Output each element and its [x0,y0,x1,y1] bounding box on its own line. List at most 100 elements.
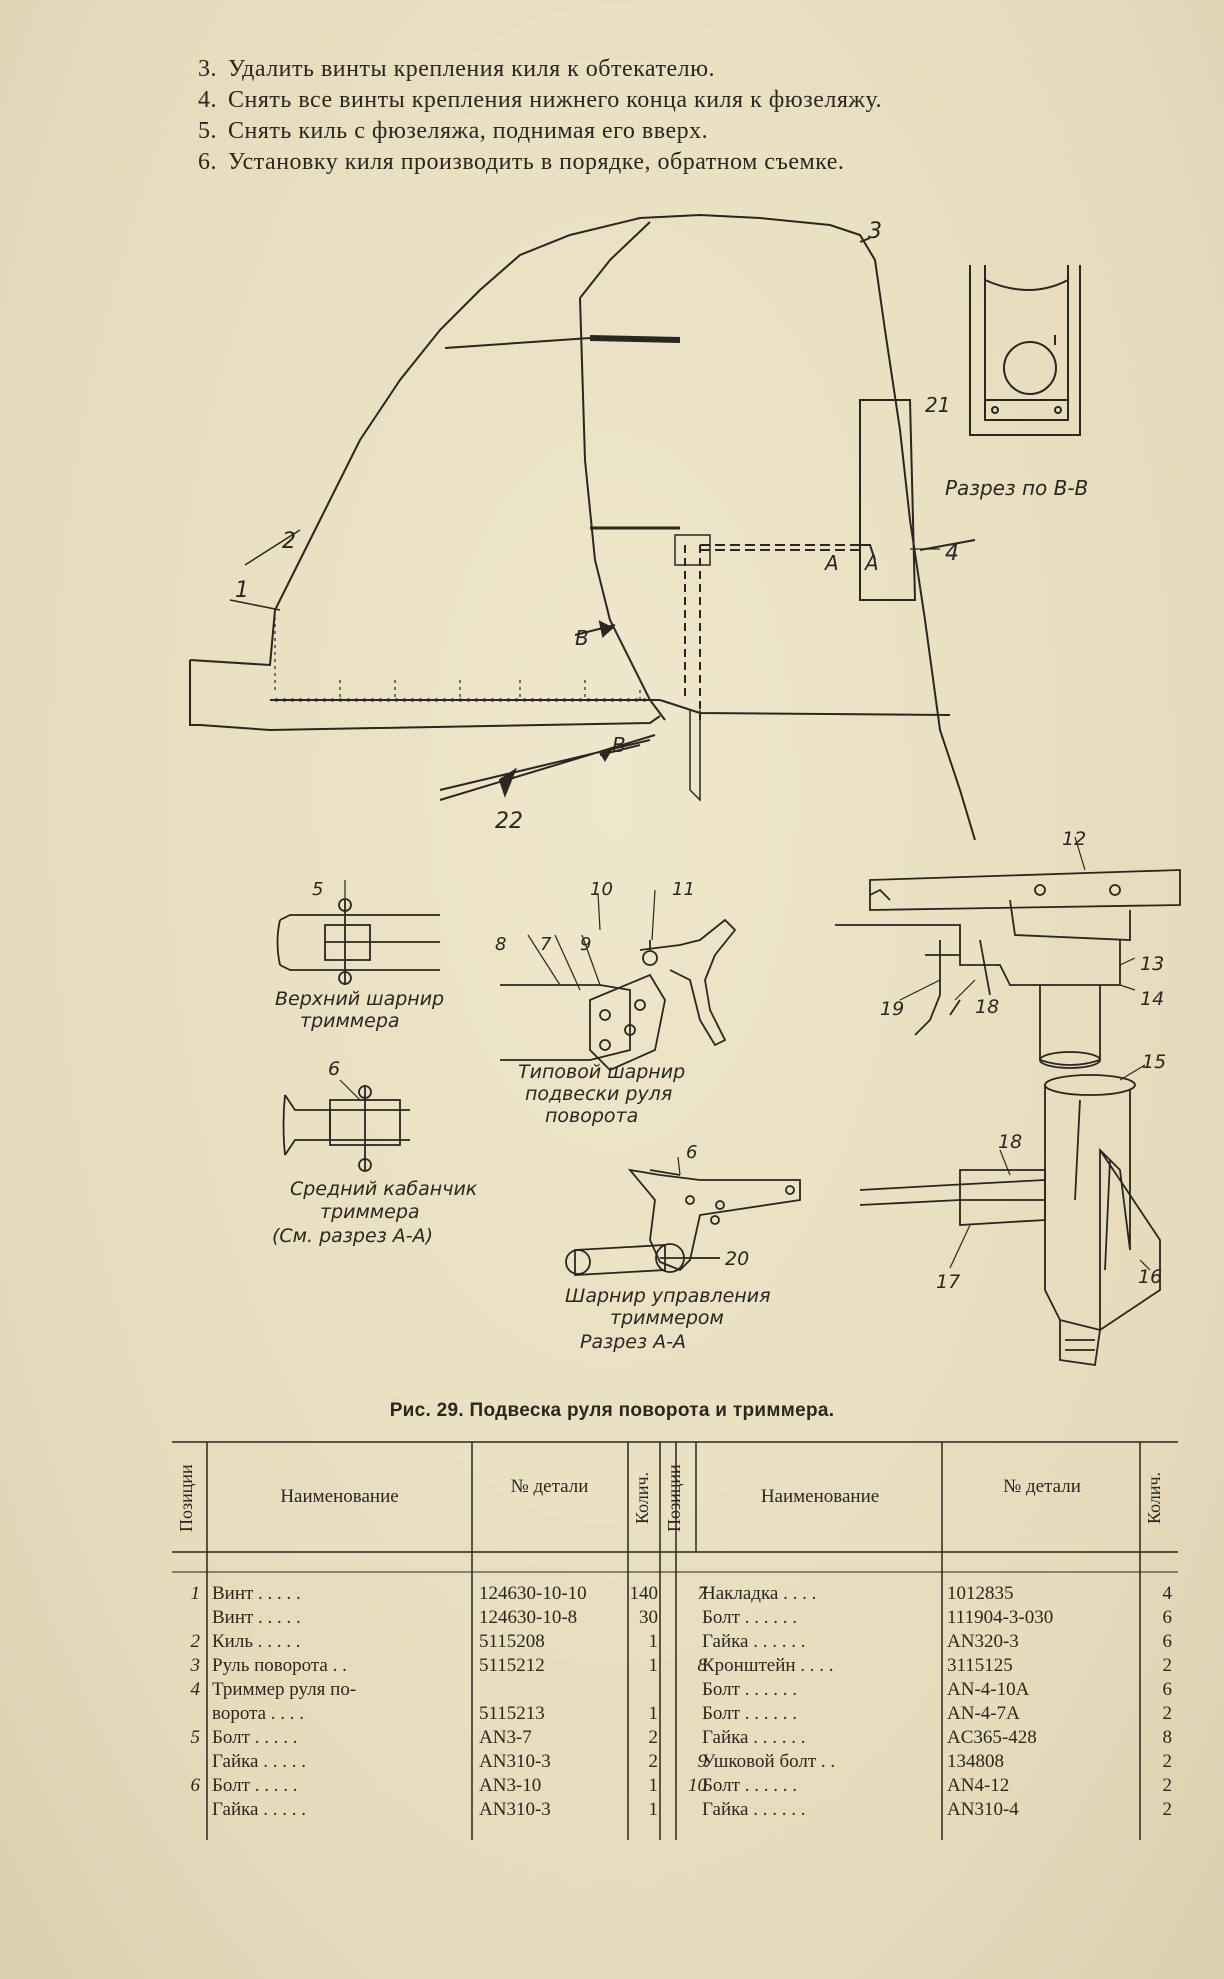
cell-name-right: Болт . . . . . . [702,1607,797,1628]
cell-pos-right: 8 [697,1655,708,1676]
cell-name-left: Винт . . . . . [212,1607,301,1628]
cell-name-left: Триммер руля по- [212,1679,357,1700]
cell-name-left: ворота . . . . [212,1703,305,1724]
cell-qty-left: 2 [648,1727,659,1748]
label-trim-hinge-2: триммером [610,1307,724,1329]
label-middle-horn-2: триммера [320,1201,420,1223]
label-18b: 18 [998,1131,1022,1153]
cell-name-left: Болт . . . . . [212,1775,298,1796]
label-b-upper: В [575,626,589,650]
rudder-mount-assembly-top [835,869,1181,1069]
step-item: 3.Удалить винты крепления киля к обтекат… [198,56,716,82]
instruction-steps: 3.Удалить винты крепления киля к обтекат… [198,54,882,178]
cell-qty-left: 1 [648,1703,659,1724]
cell-pos-left: 6 [190,1775,201,1796]
technical-drawing: 3 2 1 4 21 22 А А В В Разрез по В-В 5 Ве… [189,213,1181,1367]
step-item: 4.Снять все винты крепления нижнего конц… [198,87,883,113]
trim-control-hinge-drawing [565,1168,801,1276]
label-6: 6 [328,1058,340,1080]
header-position-left: Позиции [176,1464,196,1532]
cell-pos-right: 9 [697,1751,708,1772]
label-a-right: А [863,551,879,575]
table-row: ворота . . . . 5115213 1 Болт . . . . . . AN… [172,1702,1178,1726]
cell-part-right: AN-4-10A [947,1679,1030,1700]
header-part-right: № детали [1003,1476,1081,1497]
header-qty-left: Колич. [632,1471,652,1525]
label-middle-horn-3: (См. разрез А-А) [272,1225,433,1247]
label-13: 13 [1140,953,1164,975]
cell-part-right: 3115125 [947,1655,1013,1676]
cell-name-right: Гайка . . . . . . [702,1727,806,1748]
label-a-left: А [823,551,839,575]
label-18a: 18 [975,996,999,1018]
cell-name-left: Винт . . . . . [212,1583,301,1604]
parts-table: Позиции Наименование № детали Колич. Поз… [172,1440,1178,1850]
label-trim-hinge-3: Разрез А-А [580,1331,686,1353]
cell-qty-left: 1 [648,1775,659,1796]
cell-pos-left: 5 [190,1727,201,1748]
cell-name-right: Болт . . . . . . [702,1775,797,1796]
rivet-rows [274,610,650,702]
label-9: 9 [580,934,591,955]
label-16: 16 [1138,1266,1162,1288]
header-position-right: Позиции [664,1464,684,1532]
label-2: 2 [282,529,296,554]
label-10: 10 [590,879,613,900]
table-grid [172,1441,1178,1840]
cell-qty-right: 2 [1162,1799,1173,1820]
cell-name-right: Болт . . . . . . [702,1703,797,1724]
cell-pos-left: 1 [190,1583,201,1604]
cell-part-left: AN310-3 [479,1799,551,1820]
cell-qty-right: 6 [1162,1631,1173,1652]
cell-name-left: Киль . . . . . [212,1631,301,1652]
cell-pos-left: 4 [190,1679,201,1700]
header-name-right: Наименование [760,1486,880,1507]
cell-qty-right: 4 [1162,1583,1173,1604]
label-20: 20 [725,1248,749,1270]
middle-horn-drawing [282,1085,410,1172]
cell-part-left: 124630-10-8 [479,1607,578,1628]
cell-part-right: AN310-4 [947,1799,1019,1820]
cell-part-right: AN320-3 [947,1631,1019,1652]
cell-qty-left: 1 [648,1631,659,1652]
rudder-mount-assembly-bottom [859,1074,1161,1367]
cell-pos-right: 7 [697,1583,708,1604]
cell-name-left: Гайка . . . . . [212,1751,306,1772]
cell-part-right: AN4-12 [947,1775,1010,1796]
step-item: 5.Снять киль с фюзеляжа, поднимая его вв… [198,118,709,144]
label-3: 3 [868,219,882,244]
leader-lines [339,548,1151,1271]
cell-part-left: 5115212 [479,1655,545,1676]
cell-qty-left: 1 [648,1655,659,1676]
label-typical-hinge-2: подвески руля [525,1083,672,1105]
cell-part-left: AN3-10 [479,1775,542,1796]
cell-part-right: AN-4-7A [947,1703,1020,1724]
cell-part-left: 5115213 [479,1703,545,1724]
cell-qty-left: 140 [629,1583,659,1604]
cell-qty-left: 1 [648,1799,659,1820]
label-6b: 6 [686,1142,697,1163]
cell-qty-right: 8 [1162,1727,1173,1748]
upper-trim-hinge-drawing [276,898,440,985]
cell-name-right: Кронштейн . . . . [702,1655,834,1676]
label-5: 5 [312,879,323,900]
cell-qty-right: 2 [1162,1655,1173,1676]
label-4: 4 [945,541,959,566]
cell-pos-right: 10 [688,1775,707,1796]
label-21: 21 [925,393,950,417]
label-trim-hinge-1: Шарнир управления [565,1285,771,1307]
cell-name-left: Гайка . . . . . [212,1799,306,1820]
cell-qty-right: 6 [1162,1679,1173,1700]
label-11: 11 [672,879,695,900]
cell-qty-right: 2 [1162,1775,1173,1796]
label-section-bb: Разрез по В-В [945,476,1088,500]
label-upper-hinge-2: триммера [300,1010,400,1032]
header-part-left: № детали [510,1476,589,1497]
